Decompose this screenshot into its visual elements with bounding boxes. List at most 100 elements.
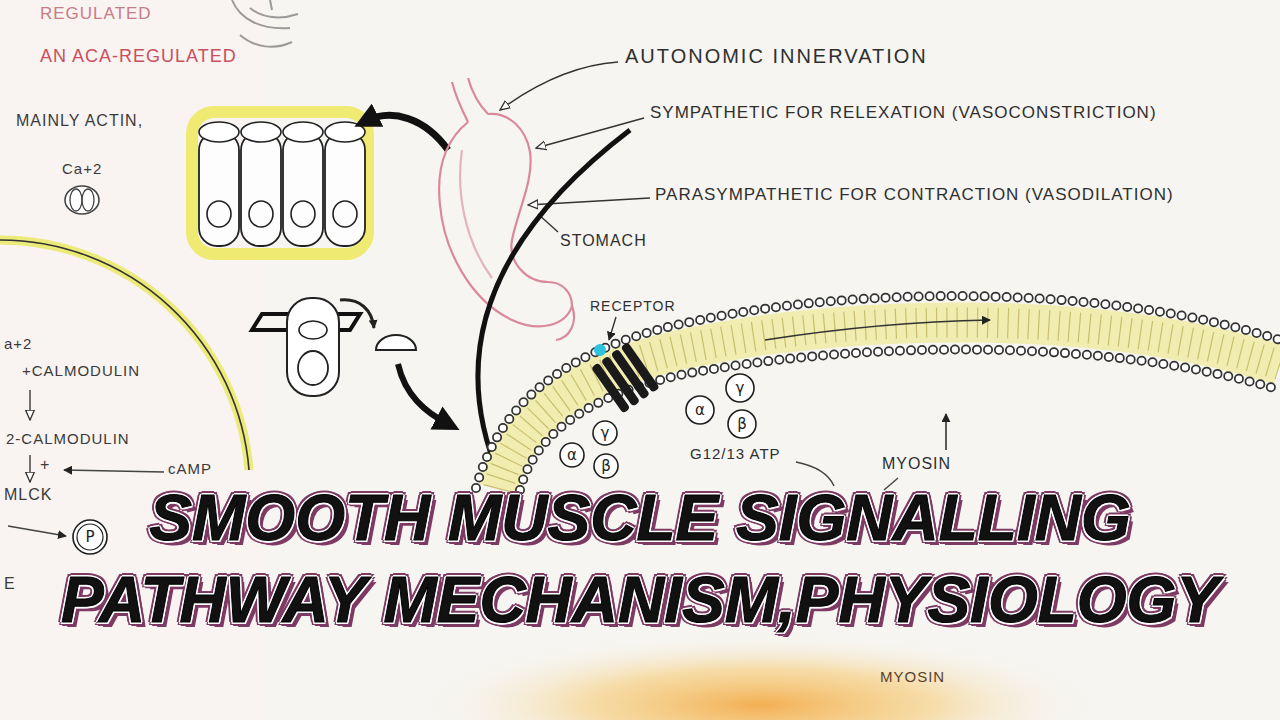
cell-nucleus bbox=[249, 201, 273, 227]
cell-column bbox=[199, 132, 239, 246]
cell-nucleus bbox=[207, 201, 231, 227]
g-beta-subunit: β bbox=[593, 453, 619, 479]
sketch-line bbox=[250, 8, 298, 17]
g-alpha-subunit: α bbox=[685, 395, 715, 425]
phospholipid-heads bbox=[520, 350, 1280, 490]
subunit-letter: α bbox=[567, 447, 577, 464]
myosin-label: MYOSIN bbox=[880, 668, 945, 685]
camp-label: cAMP bbox=[168, 460, 212, 477]
activation-sign: + bbox=[40, 456, 49, 474]
receptor-symbol bbox=[591, 342, 660, 414]
calcium-ion: a+2 bbox=[4, 335, 32, 352]
lipid-bilayer bbox=[476, 296, 1280, 490]
cell-column bbox=[241, 132, 281, 246]
cell-column bbox=[283, 132, 323, 246]
calcium-ion: Ca+2 bbox=[62, 160, 102, 177]
membrane-arrow bbox=[765, 320, 990, 340]
parasympathetic-note: PARASYMPATHETIC FOR CONTRACTION (VASODIL… bbox=[655, 185, 1174, 205]
circle-border bbox=[726, 374, 754, 402]
cell-top bbox=[283, 122, 323, 142]
g-alpha-subunit: α bbox=[559, 442, 585, 468]
g-gamma-subunit: γ bbox=[592, 420, 618, 446]
g-protein-label: G12/13 ATP bbox=[690, 445, 781, 462]
orange-glow bbox=[420, 633, 1100, 720]
phospholipid-heads bbox=[520, 350, 1280, 490]
curved-arrow bbox=[340, 300, 374, 328]
pathway-arrows bbox=[8, 390, 164, 536]
organ-name: STOMACH bbox=[560, 232, 647, 250]
cell-top bbox=[199, 122, 239, 142]
subunit-letter: α bbox=[695, 402, 705, 419]
phosphate-letter: P bbox=[85, 529, 94, 546]
fold-line bbox=[460, 150, 492, 278]
receptor-helix bbox=[620, 342, 659, 393]
pathway-arrow bbox=[29, 390, 31, 420]
esophagus-line bbox=[452, 82, 468, 122]
pathway-arrow bbox=[29, 455, 31, 482]
g-beta-subunit: β bbox=[727, 409, 757, 439]
subunit-letter: β bbox=[601, 458, 611, 475]
receptor-label: RECEPTOR bbox=[590, 298, 676, 314]
cell-top bbox=[325, 122, 365, 142]
half-disc bbox=[376, 335, 416, 350]
circle-border bbox=[728, 410, 756, 438]
cell-column bbox=[325, 132, 365, 246]
leader-line bbox=[609, 317, 616, 340]
calmodulin-step: +CALMODULIN bbox=[22, 362, 140, 379]
leader-line bbox=[528, 198, 650, 205]
pathway-arrow bbox=[8, 526, 66, 536]
curved-arrow bbox=[366, 115, 448, 150]
channel-subunit bbox=[82, 189, 94, 211]
slide-cell bbox=[252, 298, 360, 396]
single-cell bbox=[287, 298, 339, 396]
circle-border bbox=[73, 520, 107, 554]
calcium-channel bbox=[65, 186, 99, 214]
myosin-label: MYOSIN bbox=[882, 455, 951, 473]
epithelial-cells bbox=[192, 112, 368, 254]
mlck-label: MLCK bbox=[4, 486, 52, 504]
cell-top bbox=[299, 321, 327, 339]
leader-lines bbox=[500, 62, 650, 232]
phosphate-circle: P bbox=[72, 519, 108, 555]
duodenum-line bbox=[556, 306, 574, 340]
subunit-letter: γ bbox=[601, 425, 610, 442]
pathway-arrow bbox=[64, 470, 164, 472]
phospholipid-heads bbox=[476, 296, 1280, 488]
cell-nucleus bbox=[298, 351, 328, 385]
innervation-heading: AUTONOMIC INNERVATION bbox=[625, 45, 928, 68]
leader-line bbox=[500, 62, 618, 110]
video-title: SMOOTH MUSCLE SIGNALLING PATHWAY MECHANI… bbox=[20, 478, 1260, 642]
cell-halo bbox=[0, 240, 249, 470]
highlight-halo bbox=[192, 112, 368, 254]
sympathetic-note: SYMPATHETIC FOR RELEXATION (VASOCONSTRIC… bbox=[650, 103, 1157, 123]
actin-note: MAINLY ACTIN, bbox=[16, 112, 143, 130]
inner-ring bbox=[77, 524, 103, 550]
cell-top bbox=[241, 122, 281, 142]
calmodulin-complex: 2-CALMODULIN bbox=[6, 430, 130, 447]
circle-border bbox=[594, 454, 618, 478]
g-gamma-subunit: γ bbox=[725, 373, 755, 403]
esophagus-line bbox=[468, 78, 488, 114]
sketch-line bbox=[270, 0, 272, 10]
greater-curvature bbox=[439, 122, 572, 326]
sketch-line bbox=[240, 35, 292, 47]
regulation-note: AN ACA-REGULATED bbox=[40, 46, 237, 67]
stomach-outline bbox=[439, 78, 574, 340]
circle-border bbox=[560, 443, 584, 467]
increase-arrow bbox=[945, 414, 947, 450]
subunit-letter: γ bbox=[736, 380, 745, 397]
cell-nucleus bbox=[291, 201, 315, 227]
phospholipid-heads bbox=[476, 296, 1280, 488]
channel-subunit bbox=[70, 189, 82, 211]
subunit-letter: β bbox=[737, 416, 747, 433]
faded-note: REGULATED bbox=[40, 4, 152, 24]
ligand-dot bbox=[594, 344, 606, 356]
cell-nucleus bbox=[333, 201, 357, 227]
circle-border bbox=[686, 396, 714, 424]
cut-letter: E bbox=[4, 575, 15, 593]
curved-arrow bbox=[398, 364, 448, 424]
sketch-fragment bbox=[232, 0, 298, 47]
smooth-muscle-cell bbox=[0, 240, 249, 470]
